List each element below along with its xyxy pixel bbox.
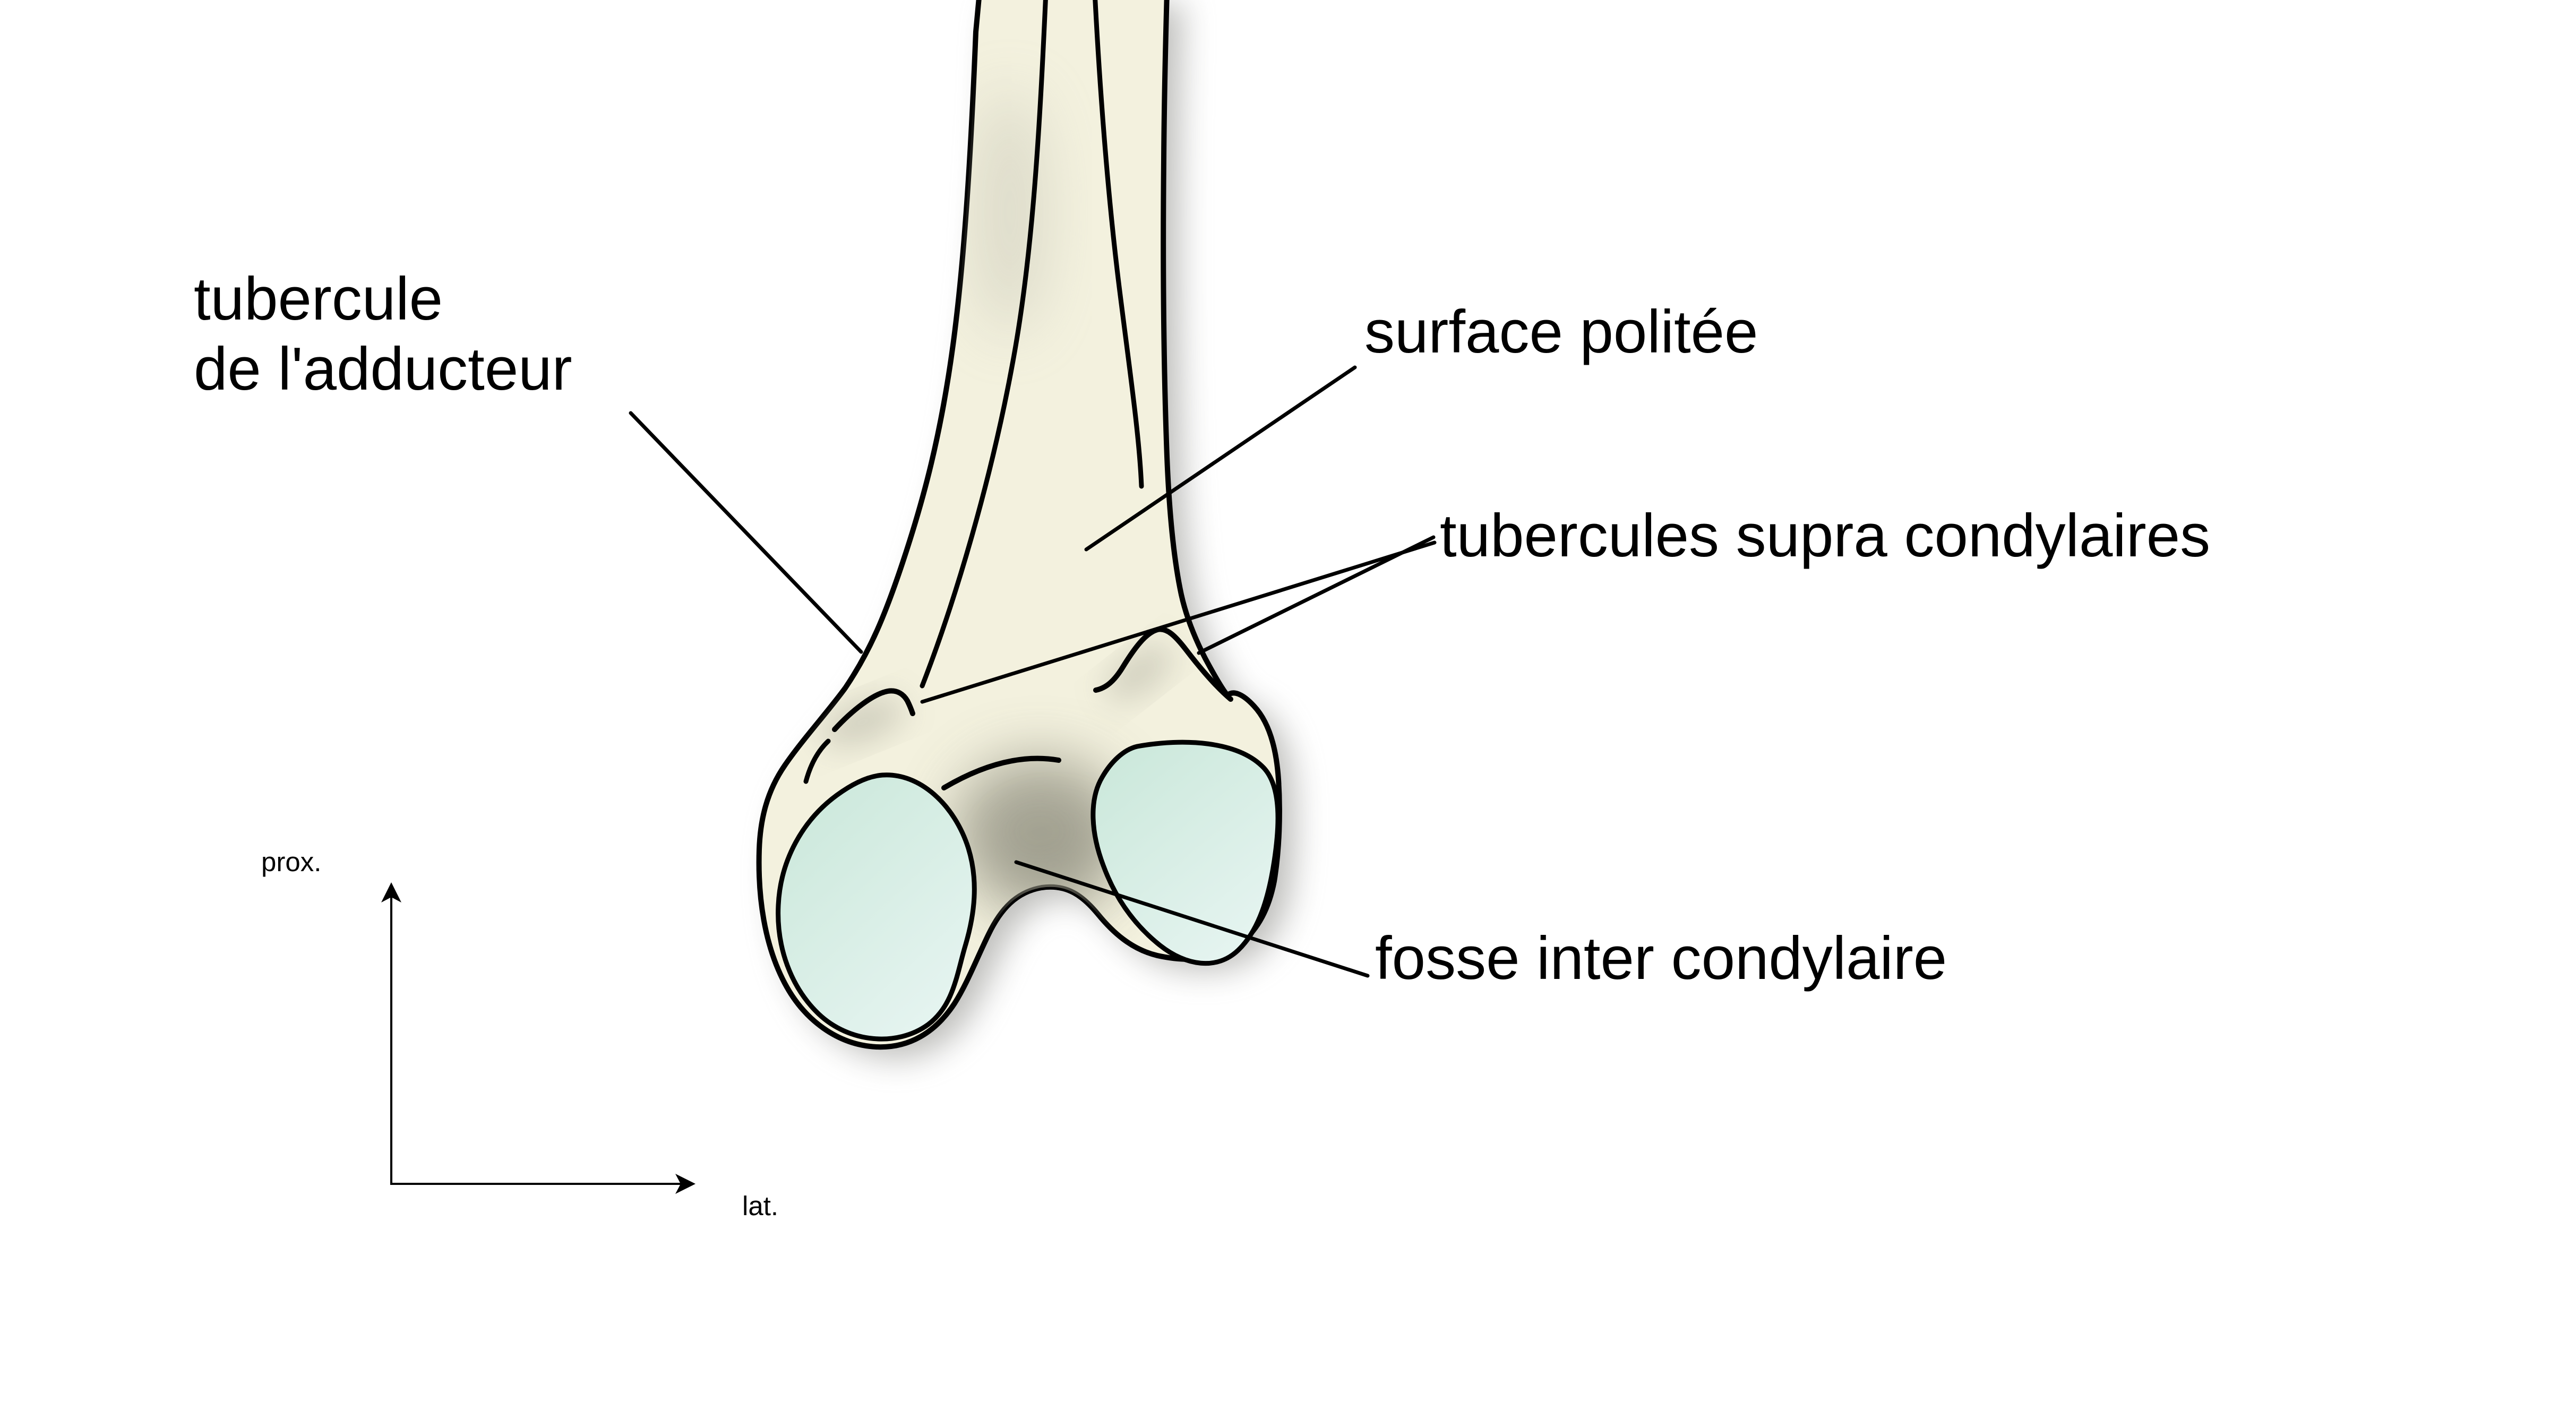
shaft-ridge-medial (920, 0, 1048, 689)
shaft-ridge-lateral (1093, 0, 1144, 489)
axis-arrowhead-right-icon (675, 1174, 695, 1194)
leader-adductor-tubercle (629, 411, 863, 654)
orientation-axis (381, 882, 695, 1194)
medial-supracondylar-tubercle-line (832, 688, 915, 732)
medial-tubercle-shadow (820, 697, 905, 747)
label-supracondylar-tubercles: tubercules supra condylaires (1440, 502, 2211, 570)
leader-intercondylar-fossa (1014, 860, 1370, 978)
medial-condyle-cartilage (776, 772, 977, 1042)
leader-popliteal-surface (1084, 365, 1357, 552)
label-intercondylar-fossa: fosse inter condylaire (1375, 925, 1947, 992)
label-adductor-tubercle-line2: de l'adducteur (194, 336, 572, 403)
medial-epicondyle-crease (803, 738, 831, 784)
lateral-tubercle-shadow (1105, 644, 1172, 702)
axis-label-lateral: lat. (742, 1191, 779, 1221)
lateral-condyle-cartilage (1090, 740, 1281, 966)
shaft-smudge (973, 90, 1047, 334)
intercondylar-arc (941, 755, 1061, 790)
label-popliteal-surface: surface politée (1364, 298, 1758, 366)
label-adductor-tubercle: tubercule de l'adducteur (194, 264, 572, 405)
axis-arrowhead-up-icon (381, 882, 401, 902)
fossa-shadow-deep (1003, 823, 1104, 908)
leader-supracondylar-lower (920, 540, 1437, 704)
axis-label-proximal: prox. (261, 847, 322, 877)
label-adductor-tubercle-line1: tubercule (194, 265, 443, 333)
